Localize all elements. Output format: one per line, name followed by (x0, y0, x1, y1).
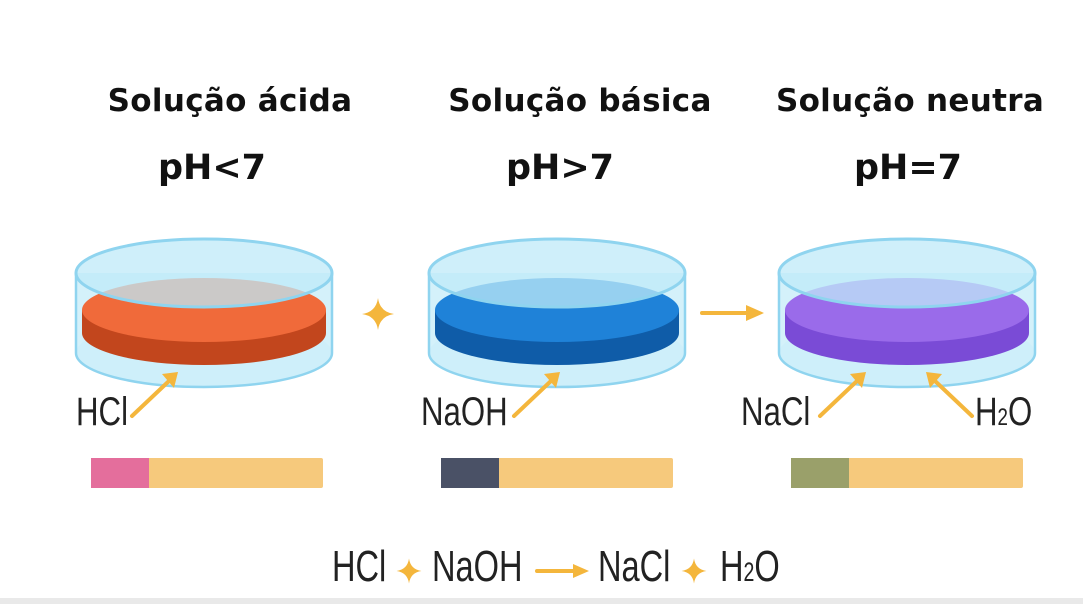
title-acid: Solução ácida (107, 83, 353, 119)
neutral-dish (777, 237, 1037, 389)
equation-nacl: NaCl (598, 542, 671, 591)
ph-acid: pH<7 (157, 148, 267, 188)
ph-strip-pad-acid (91, 458, 149, 488)
ph-strip-basic (441, 458, 673, 488)
pointer-arrow-naoh (512, 372, 560, 418)
bottom-edge-bar (0, 598, 1083, 604)
ph-strip-acid (91, 458, 323, 488)
label-nacl: NaCl (741, 390, 811, 434)
title-neutral: Solução neutra (775, 83, 1045, 119)
ph-strip-pad-neutral (791, 458, 849, 488)
plus-icon (362, 298, 394, 330)
ph-neutral: pH=7 (853, 148, 963, 188)
pointer-arrow-nacl (818, 372, 866, 418)
basic-dish (427, 237, 687, 389)
reaction-equation: HCl NaOH NaCl H2O (332, 545, 792, 595)
equation-plus-icon-2 (681, 558, 707, 584)
label-naoh: NaOH (421, 390, 508, 434)
label-hcl: HCl (76, 390, 129, 434)
equation-arrow-icon (535, 564, 589, 578)
ph-basic: pH>7 (505, 148, 615, 188)
ph-strip-neutral (791, 458, 1023, 488)
acid-dish (74, 237, 334, 389)
equation-hcl: HCl (332, 542, 387, 591)
ph-strip-pad-basic (441, 458, 499, 488)
reaction-arrow-icon (700, 305, 764, 321)
label-h2o: H2O (975, 390, 1033, 434)
title-basic: Solução básica (448, 83, 712, 119)
equation-naoh: NaOH (432, 542, 523, 591)
equation-plus-icon (396, 558, 422, 584)
pointer-arrow-hcl (130, 372, 178, 418)
equation-h2o: H2O (720, 542, 780, 591)
pointer-arrow-h2o (926, 372, 974, 418)
